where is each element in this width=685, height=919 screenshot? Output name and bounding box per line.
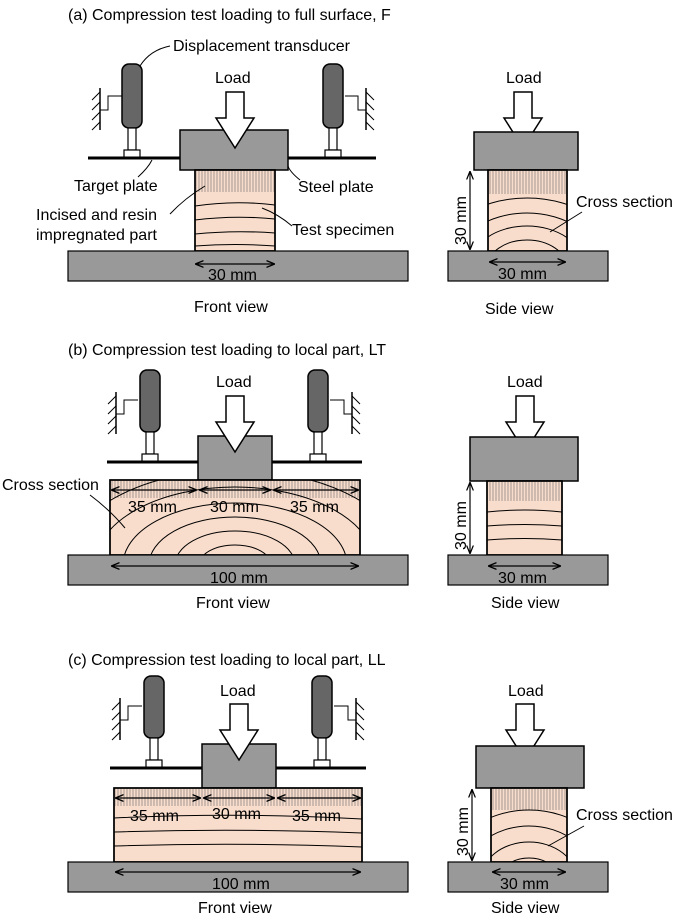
load-label-b-side: Load	[507, 374, 543, 391]
caption-b-front: Front view	[196, 595, 270, 612]
load-arrow-b	[214, 395, 256, 454]
panel-b: (b) Compression test loading to local pa…	[2, 342, 609, 612]
dim-c-mid: 30 mm	[212, 806, 261, 823]
label-steel-plate: Steel plate	[298, 179, 374, 196]
panel-c-title: (c) Compression test loading to local pa…	[68, 652, 386, 669]
dim-c-side-width: 30 mm	[500, 876, 549, 893]
dim-a-width: 30 mm	[208, 267, 257, 284]
dim-b-side-width: 30 mm	[498, 570, 547, 587]
caption-b-side: Side view	[491, 595, 560, 612]
dim-b-mid: 30 mm	[210, 499, 259, 516]
caption-c-side: Side view	[491, 900, 560, 917]
dim-b-left: 35 mm	[128, 499, 177, 516]
dim-c-left: 35 mm	[130, 808, 179, 825]
dim-a-side-height: 30 mm	[453, 196, 470, 245]
transducer-right-c	[311, 675, 365, 769]
side-view-a	[447, 91, 609, 282]
dim-c-total: 100 mm	[212, 876, 270, 893]
label-test-specimen: Test specimen	[292, 222, 394, 239]
load-label-c-side: Load	[508, 683, 544, 700]
load-label-b: Load	[216, 374, 252, 391]
label-c-cross-section: Cross section	[576, 807, 673, 824]
load-arrow-a	[214, 91, 256, 150]
label-target-plate: Target plate	[74, 178, 158, 195]
dim-b-right: 35 mm	[290, 499, 339, 516]
transducer-right	[322, 63, 375, 159]
dim-c-side-height: 30 mm	[455, 807, 472, 856]
caption-a-side: Side view	[485, 301, 554, 318]
label-incised-1: Incised and resin	[36, 207, 157, 224]
dim-c-right: 35 mm	[292, 808, 341, 825]
base-c-front	[67, 861, 409, 893]
caption-a-front: Front view	[194, 299, 268, 316]
base-a-front	[67, 250, 409, 282]
side-view-c	[447, 703, 609, 893]
panel-a: (a) Compression test loading to full sur…	[36, 7, 673, 318]
dim-b-total: 100 mm	[210, 570, 268, 587]
dim-b-side-height: 30 mm	[453, 501, 470, 550]
transducer-left	[91, 63, 143, 159]
transducer-left-b	[107, 369, 161, 463]
panel-b-title: (b) Compression test loading to local pa…	[68, 342, 386, 359]
load-label-c: Load	[220, 683, 256, 700]
specimen-c	[113, 787, 363, 863]
panel-c: (c) Compression test loading to local pa…	[67, 652, 673, 917]
steel-plate-c	[201, 743, 277, 789]
transducer-right-b	[307, 369, 361, 463]
label-a-cross-section: Cross section	[576, 194, 673, 211]
dim-a-side-width: 30 mm	[498, 266, 547, 283]
test-specimen	[194, 169, 276, 252]
base-b-front	[67, 554, 409, 586]
label-transducer: Displacement transducer	[173, 38, 351, 55]
transducer-left-c	[111, 675, 165, 769]
panel-a-title: (a) Compression test loading to full sur…	[68, 7, 391, 24]
label-b-cross-section: Cross section	[2, 477, 99, 494]
load-label-a: Load	[215, 70, 251, 87]
side-view-b	[447, 395, 609, 586]
load-arrow-c	[218, 703, 260, 762]
load-label-a-side: Load	[506, 70, 542, 87]
caption-c-front: Front view	[198, 900, 272, 917]
label-incised-2: impregnated part	[36, 227, 158, 244]
